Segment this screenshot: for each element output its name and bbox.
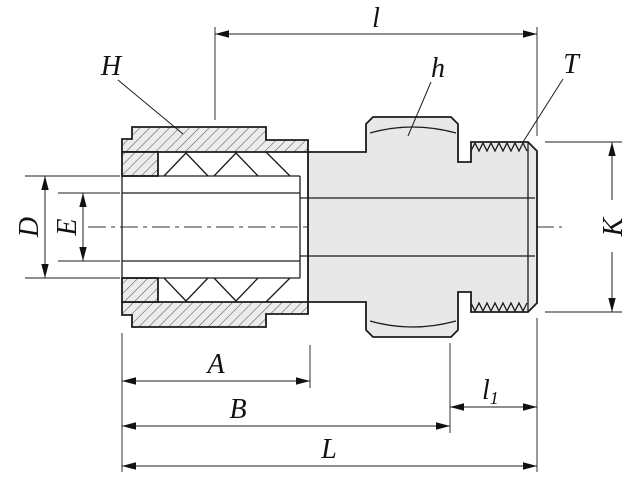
dim-label-B: B xyxy=(229,394,246,425)
thread-profile-top xyxy=(470,141,528,153)
dim-label-H: H xyxy=(100,51,123,82)
dim-label-T: T xyxy=(563,49,581,80)
dim-label-l1: l1 xyxy=(482,375,499,408)
hex-chamfer-bottom xyxy=(369,320,457,328)
front-ferrule-upper xyxy=(213,152,259,177)
dim-label-K: K xyxy=(598,216,629,237)
dim-label-D: D xyxy=(14,217,45,238)
body-nose-upper xyxy=(265,151,291,177)
leader-H xyxy=(117,79,184,135)
dim-label-L: L xyxy=(320,434,337,465)
leader-T xyxy=(522,78,564,143)
back-ferrule-upper xyxy=(163,152,209,177)
hex-chamfer-top xyxy=(369,126,457,134)
nut-collar-upper xyxy=(121,151,159,177)
dim-label-E: E xyxy=(52,218,83,236)
dim-label-A: A xyxy=(205,349,225,380)
body-outline xyxy=(307,116,538,338)
thread-profile-bottom xyxy=(470,301,528,313)
tube-and-ferrules xyxy=(121,151,301,303)
fitting-nut xyxy=(121,126,309,328)
back-ferrule-lower xyxy=(163,277,209,302)
body-nose-lower xyxy=(265,277,291,303)
front-ferrule-lower xyxy=(213,277,259,302)
dimensions: l H h T D E K A B l1 xyxy=(14,3,629,472)
fitting-body xyxy=(300,116,538,338)
dim-label-h: h xyxy=(431,53,445,84)
nut-collar-lower xyxy=(121,277,159,303)
leader-h xyxy=(407,81,432,137)
dim-label-l: l xyxy=(372,3,380,34)
